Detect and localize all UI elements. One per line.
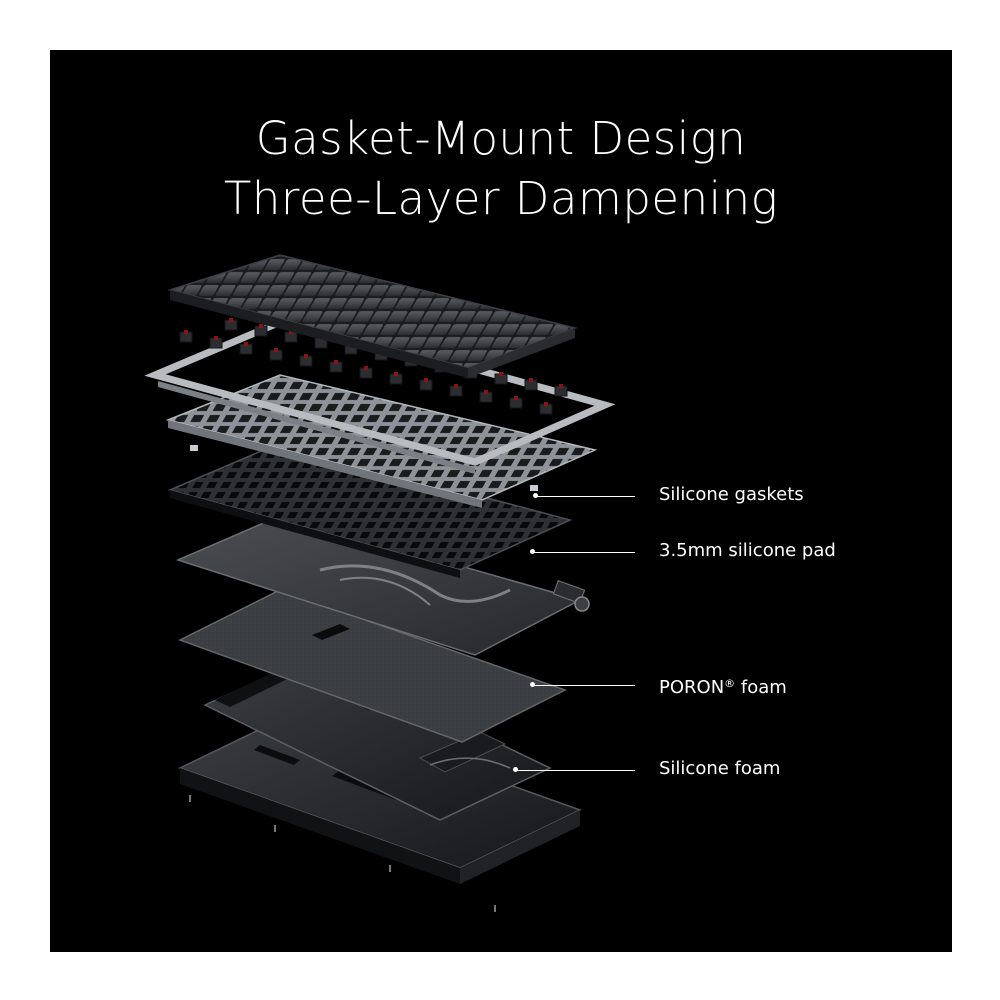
silicone-pad-layer bbox=[167, 442, 573, 578]
callout-line-silicone-gaskets bbox=[537, 496, 635, 497]
callout-label-silicone-pad: 3.5mm silicone pad bbox=[659, 540, 836, 561]
keycaps-layer bbox=[167, 254, 578, 378]
callout-dot-poron-foam bbox=[530, 682, 535, 687]
callout-line-silicone-foam bbox=[517, 770, 635, 771]
poron-foam-word: foam bbox=[735, 677, 787, 698]
pcb-layer bbox=[175, 514, 590, 656]
callout-label-silicone-gaskets: Silicone gaskets bbox=[659, 484, 804, 505]
callout-line-silicone-pad bbox=[534, 552, 635, 553]
callout-dot-silicone-pad bbox=[530, 549, 535, 554]
top-frame-layer bbox=[144, 314, 616, 474]
callout-dot-silicone-foam bbox=[513, 767, 518, 772]
registered-mark: ® bbox=[724, 677, 736, 690]
title-line-2: Three-Layer Dampening bbox=[223, 172, 779, 225]
poron-brand: PORON bbox=[659, 677, 725, 698]
poron-foam-layer bbox=[178, 589, 567, 743]
exploded-keyboard-illustration bbox=[144, 254, 616, 912]
callout-label-poron-foam: PORON® foam bbox=[659, 673, 787, 699]
callout-label-silicone-foam: Silicone foam bbox=[659, 758, 781, 779]
diagram-panel: Gasket-Mount Design Three-Layer Dampenin… bbox=[50, 50, 952, 952]
callout-line-poron-foam bbox=[534, 685, 635, 686]
callout-dot-silicone-gaskets bbox=[533, 493, 538, 498]
title-line-1: Gasket-Mount Design bbox=[255, 112, 747, 165]
